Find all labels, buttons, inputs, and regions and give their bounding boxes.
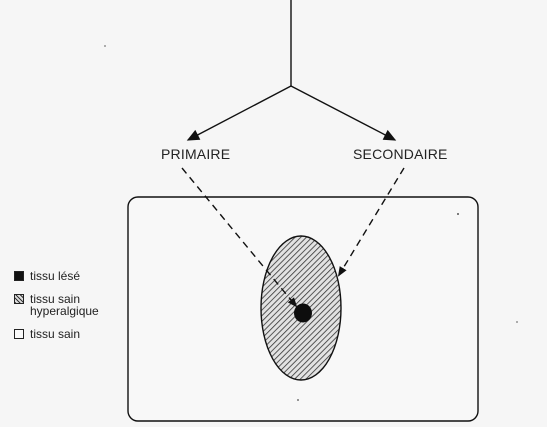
legend-healthy-swatch — [14, 329, 24, 339]
legend-hyperalgesic: tissu sain hyperalgique — [14, 293, 99, 317]
legend-lesion-swatch — [14, 271, 24, 281]
branch-arrow-secondary — [290, 85, 397, 141]
dashed-arrow-primary — [181, 167, 298, 308]
lesion-dot — [294, 303, 312, 323]
label-secondary: SECONDAIRE — [353, 146, 448, 162]
legend-healthy: tissu sain — [14, 328, 80, 340]
legend-lesion: tissu lésé — [14, 270, 80, 282]
legend-lesion-text: tissu lésé — [30, 269, 81, 283]
legend-hyperalgesic-line2: hyperalgique — [30, 304, 99, 318]
speck — [104, 45, 106, 47]
speck — [297, 399, 299, 401]
speck — [457, 213, 459, 215]
label-primary: PRIMAIRE — [161, 146, 231, 162]
branch-arrow-primary — [186, 85, 292, 141]
legend-healthy-text: tissu sain — [30, 327, 81, 341]
legend-hyperalgesic-line1: tissu sain — [30, 292, 81, 306]
legend-hyperalgesic-swatch — [14, 294, 24, 304]
speck — [516, 321, 518, 323]
legend-hyperalgesic-text: tissu sain hyperalgique — [30, 293, 99, 317]
dashed-arrow-secondary — [337, 167, 405, 277]
